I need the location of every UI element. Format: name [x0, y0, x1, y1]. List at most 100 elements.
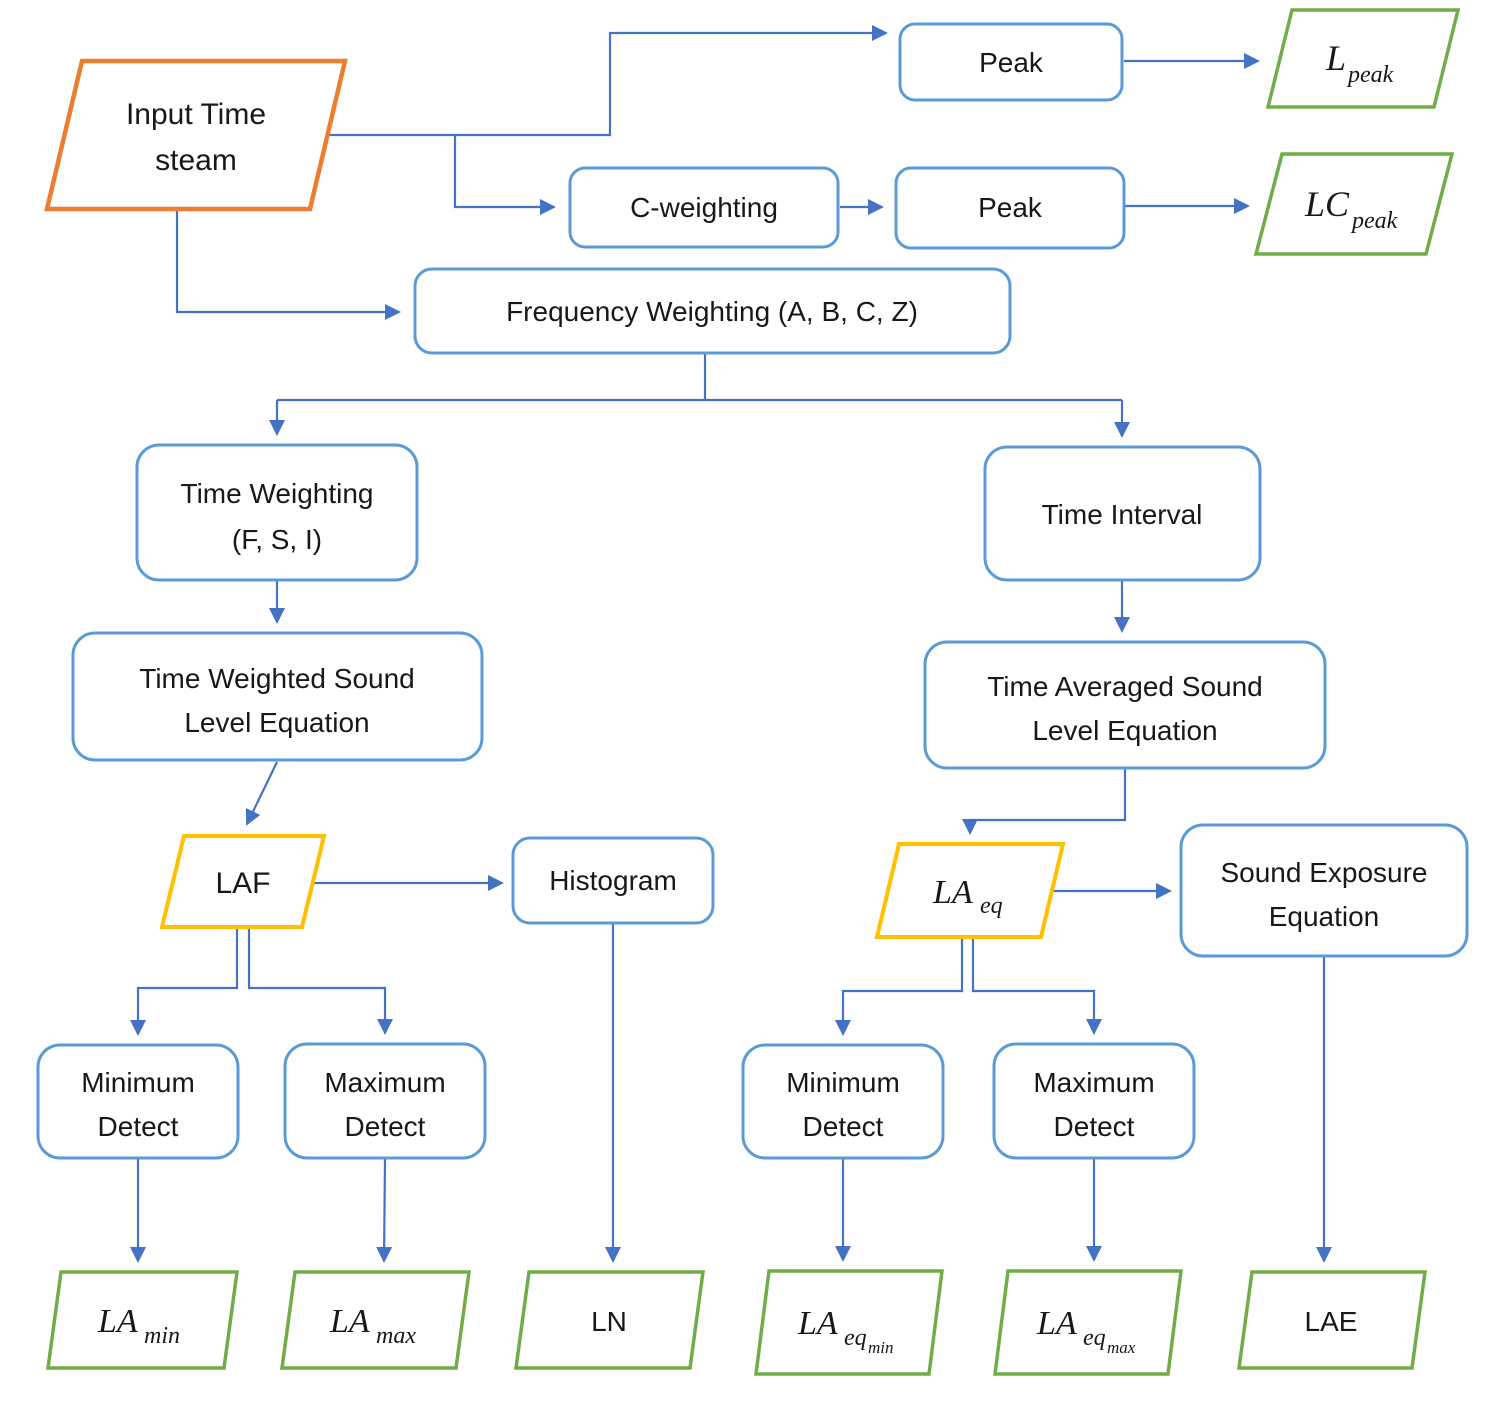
time-averaged-equation-label-line2: Level Equation: [1032, 715, 1217, 746]
time-weighting-shape: [135, 443, 419, 582]
lae-label: LAE: [1305, 1306, 1358, 1337]
output-la-min: LA min: [45, 1270, 240, 1370]
min-detect-left-label-line2: Detect: [98, 1111, 179, 1142]
input-time-stream-shape: [44, 58, 348, 212]
l-peak-label-base: L: [1325, 38, 1346, 78]
time-weighting-label-line2: (F, S, I): [232, 524, 322, 555]
lc-peak-label-sub: peak: [1350, 208, 1398, 234]
max-detect-left-label-line1: Maximum: [324, 1067, 445, 1098]
peak-mid-shape: [894, 166, 1126, 250]
node-frequency-weighting: Frequency Weighting (A, B, C, Z): [413, 267, 1012, 355]
node-min-detect-right: Minimum Detect: [741, 1043, 945, 1160]
time-weighted-equation-shape: [71, 631, 484, 762]
output-lc-peak: LC peak: [1253, 152, 1455, 256]
output-l-peak: L peak: [1265, 8, 1461, 109]
connector-max-detect-left-to-la-max: [376, 1158, 393, 1263]
histogram-shape: [511, 836, 715, 925]
time-averaged-equation-label-line1: Time Averaged Sound: [987, 671, 1263, 702]
connector-time-weighted-eq-to-laf: [245, 761, 278, 826]
node-c-weighting: C-weighting: [568, 166, 840, 249]
la-eq-min-shape: [754, 1269, 944, 1376]
la-eq-min-label-subsub: min: [868, 1338, 894, 1357]
node-peak-top: Peak: [898, 22, 1124, 102]
frequency-weighting-label: Frequency Weighting (A, B, C, Z): [506, 296, 918, 327]
max-detect-right-label-line2: Detect: [1054, 1111, 1135, 1142]
time-weighted-equation-label-line2: Level Equation: [184, 707, 369, 738]
peak-mid-label: Peak: [978, 192, 1043, 223]
la-eq-label-sub: eq: [980, 893, 1003, 919]
input-time-stream-label-line1: Input Time: [126, 98, 266, 131]
node-input-time-stream: Input Time steam: [44, 58, 348, 212]
time-weighted-equation-label-line1: Time Weighted Sound: [139, 663, 415, 694]
node-sound-exposure-equation: Sound Exposure Equation: [1179, 823, 1469, 958]
min-detect-left-label-line1: Minimum: [81, 1067, 195, 1098]
lc-peak-shape: [1253, 152, 1455, 256]
connectors: [130, 25, 1332, 1263]
node-time-averaged-equation: Time Averaged Sound Level Equation: [923, 640, 1327, 770]
connector-input-to-c-weighting: [453, 135, 556, 215]
max-detect-left-label-line2: Detect: [345, 1111, 426, 1142]
node-min-detect-left: Minimum Detect: [36, 1043, 240, 1160]
node-time-weighting: Time Weighting (F, S, I): [135, 443, 419, 582]
la-eq-shape: [874, 842, 1066, 939]
min-detect-right-label-line1: Minimum: [786, 1067, 900, 1098]
l-peak-shape: [1265, 8, 1461, 109]
c-weighting-label: C-weighting: [630, 192, 778, 223]
output-lae: LAE: [1236, 1270, 1428, 1370]
min-detect-right-label-line2: Detect: [803, 1111, 884, 1142]
connector-laf-to-min-detect-left: [130, 927, 239, 1036]
max-detect-right-shape: [992, 1042, 1196, 1160]
output-ln: LN: [513, 1270, 706, 1370]
node-peak-mid: Peak: [894, 166, 1126, 250]
time-interval-shape: [983, 445, 1262, 582]
input-time-stream-label-line2: steam: [155, 144, 237, 177]
la-eq-label-base: LA: [932, 874, 973, 911]
node-histogram: Histogram: [511, 836, 715, 925]
time-averaged-equation-shape: [923, 640, 1327, 770]
ln-label: LN: [591, 1306, 627, 1337]
la-max-label-sub: max: [376, 1323, 416, 1349]
node-la-eq: LA eq: [874, 842, 1066, 939]
node-max-detect-left: Maximum Detect: [283, 1042, 487, 1160]
la-eq-min-label-sub: eq: [844, 1325, 867, 1351]
sound-exposure-equation-label-line2: Equation: [1269, 901, 1380, 932]
time-interval-label: Time Interval: [1042, 499, 1203, 530]
frequency-weighting-shape: [413, 267, 1012, 355]
max-detect-left-shape: [283, 1042, 487, 1160]
lc-peak-label-base: LC: [1304, 184, 1350, 224]
sound-exposure-equation-shape: [1179, 823, 1469, 958]
c-weighting-shape: [568, 166, 840, 249]
output-la-eq-max: LA eq max: [993, 1269, 1183, 1376]
la-min-label-sub: min: [144, 1323, 180, 1349]
lae-shape: [1236, 1270, 1428, 1370]
la-eq-max-shape: [993, 1269, 1183, 1376]
la-max-label-base: LA: [329, 1303, 370, 1340]
connector-laf-to-max-detect-left: [247, 927, 393, 1035]
la-min-label-base: LA: [97, 1303, 138, 1340]
la-eq-max-label-base: LA: [1036, 1305, 1077, 1342]
connector-time-averaged-eq-to-la-eq: [962, 769, 1127, 835]
sound-exposure-equation-label-line1: Sound Exposure: [1220, 857, 1427, 888]
la-eq-max-label-sub: eq: [1083, 1325, 1106, 1351]
peak-top-shape: [898, 22, 1124, 102]
max-detect-right-label-line1: Maximum: [1033, 1067, 1154, 1098]
laf-shape: [159, 834, 327, 929]
laf-label: LAF: [215, 867, 270, 900]
node-max-detect-right: Maximum Detect: [992, 1042, 1196, 1160]
l-peak-label-sub: peak: [1346, 62, 1394, 88]
output-la-eq-min: LA eq min: [754, 1269, 944, 1376]
output-la-max: LA max: [279, 1270, 472, 1370]
node-time-weighted-equation: Time Weighted Sound Level Equation: [71, 631, 484, 762]
min-detect-left-shape: [36, 1043, 240, 1160]
la-eq-max-label-subsub: max: [1107, 1338, 1136, 1357]
min-detect-right-shape: [741, 1043, 945, 1160]
node-time-interval: Time Interval: [983, 445, 1262, 582]
connector-la-eq-to-min-detect-right: [835, 937, 964, 1036]
histogram-label: Histogram: [549, 865, 677, 896]
la-eq-min-label-base: LA: [797, 1305, 838, 1342]
connector-input-to-peak-top: [328, 25, 888, 137]
la-min-shape: [45, 1270, 240, 1370]
connector-input-to-frequency-weighting: [175, 210, 401, 320]
connector-la-eq-to-max-detect-right: [971, 937, 1102, 1035]
